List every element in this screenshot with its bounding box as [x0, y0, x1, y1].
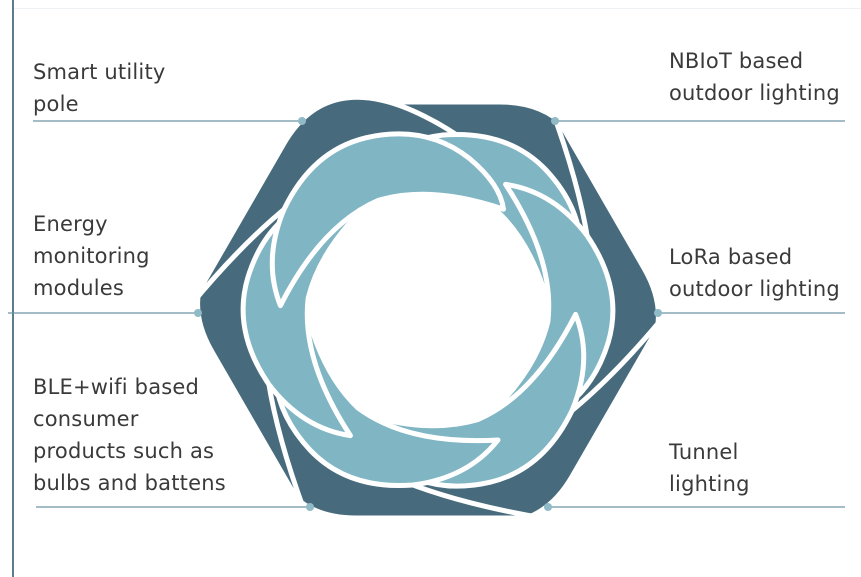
label-smart-utility-pole: Smart utility pole: [33, 60, 166, 116]
connector-dot-energy-monitoring: [194, 309, 202, 317]
label-ble-wifi-consumer-products: BLE+wifi based consumer products such as…: [33, 375, 226, 495]
connector-dot-ble-wifi: [306, 503, 314, 511]
connector-dot-tunnel: [544, 503, 552, 511]
connector-dot-nbiot: [551, 117, 559, 125]
label-energy-monitoring-modules: Energy monitoring modules: [33, 212, 150, 300]
connector-dot-lora: [654, 309, 662, 317]
connector-dot-smart-utility-pole: [298, 117, 306, 125]
label-tunnel-lighting: Tunnel lighting: [669, 440, 750, 496]
center-hub: [316, 198, 540, 422]
page-border-top: [14, 8, 861, 9]
petals: [187, 94, 669, 526]
label-nbiot-outdoor-lighting: NBIoT based outdoor lighting: [669, 49, 840, 105]
inner-petal-6: [269, 131, 506, 309]
page-border-left: [12, 0, 14, 577]
label-lora-outdoor-lighting: LoRa based outdoor lighting: [669, 245, 840, 301]
leader-lines: [8, 117, 845, 511]
